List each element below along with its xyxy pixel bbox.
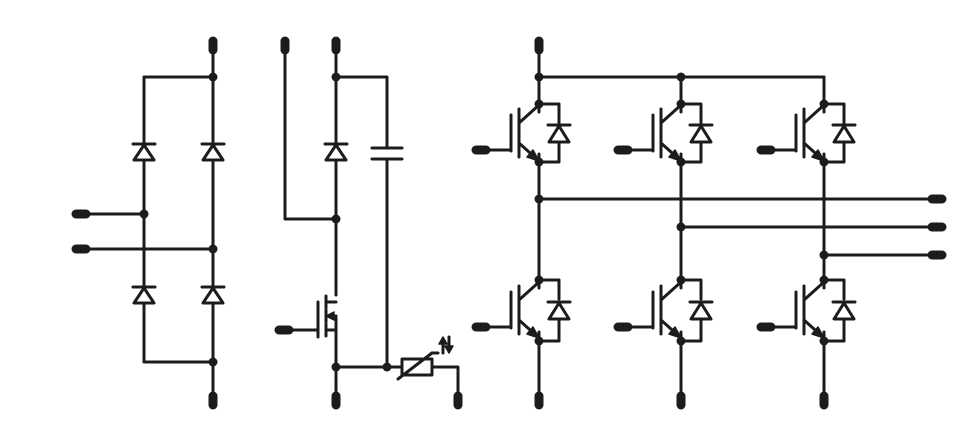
brake-chopper [274, 36, 463, 410]
rectifier-diode [200, 142, 226, 162]
freewheel-diode [688, 123, 714, 144]
igbt-high-side [794, 103, 826, 163]
igbt-high-side [509, 103, 541, 163]
freewheel-diode [688, 300, 714, 321]
igbt-high-side [651, 103, 683, 163]
freewheel-diode [546, 123, 572, 144]
phase-leg-w [756, 82, 857, 398]
freewheel-diode [831, 300, 857, 321]
brake-mosfet [287, 294, 338, 397]
igbt-inverter [471, 36, 947, 410]
igbt-low-side [794, 280, 826, 340]
rectifier-diode [131, 142, 157, 162]
rectifier-diode [200, 285, 226, 305]
ntc-thermistor [396, 335, 454, 381]
freewheel-diode [546, 300, 572, 321]
igbt-low-side [651, 280, 683, 340]
freewheel-diode [831, 123, 857, 144]
phase-leg-u [471, 72, 572, 398]
rectifier-bridge [71, 36, 226, 410]
rectifier-diode [131, 285, 157, 305]
brake-diode [323, 142, 349, 162]
igbt-low-side [509, 280, 541, 340]
phase-leg-v [613, 72, 714, 398]
dc-link-capacitor [370, 146, 404, 161]
